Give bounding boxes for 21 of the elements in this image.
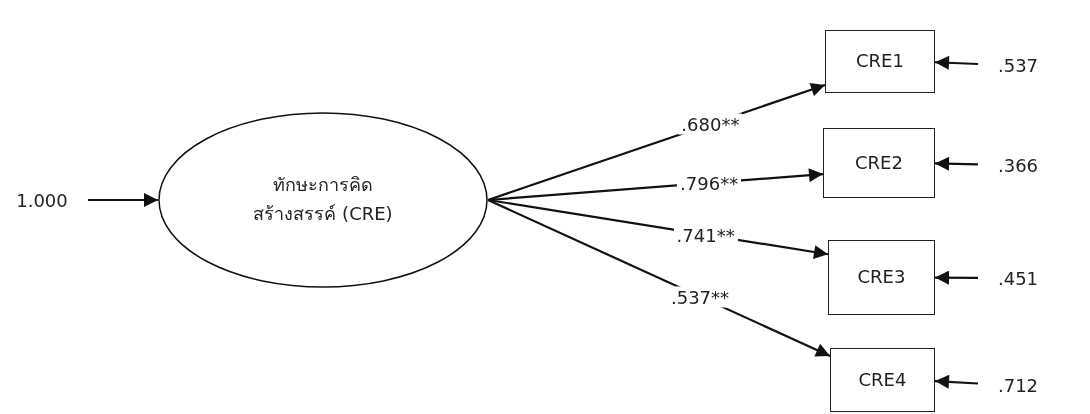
value-label: .451	[990, 263, 1046, 293]
node-label: ทักษะการคิด สร้างสรรค์ (CRE)	[252, 173, 394, 226]
observed-variable-box	[823, 128, 935, 198]
node-label: CRE4	[858, 367, 907, 392]
node-label: CRE1	[856, 49, 904, 74]
node-label: CRE2	[855, 150, 903, 175]
latent-variable-ellipse	[158, 112, 488, 288]
observed-variable-box	[825, 30, 935, 93]
value-label: 1.000	[8, 185, 76, 215]
path-arrow	[934, 55, 979, 70]
path-arrow	[88, 193, 158, 207]
node-label: CRE3	[857, 265, 906, 290]
value-label: .366	[990, 150, 1046, 180]
path-arrow	[934, 374, 979, 389]
value-label: .537	[990, 50, 1046, 80]
path-arrow	[935, 270, 978, 285]
observed-variable-box	[828, 240, 935, 315]
observed-variable-box	[830, 348, 935, 412]
value-label: .712	[990, 370, 1046, 400]
path-arrow	[934, 156, 979, 171]
path-coefficient-label: .680**	[678, 113, 743, 135]
